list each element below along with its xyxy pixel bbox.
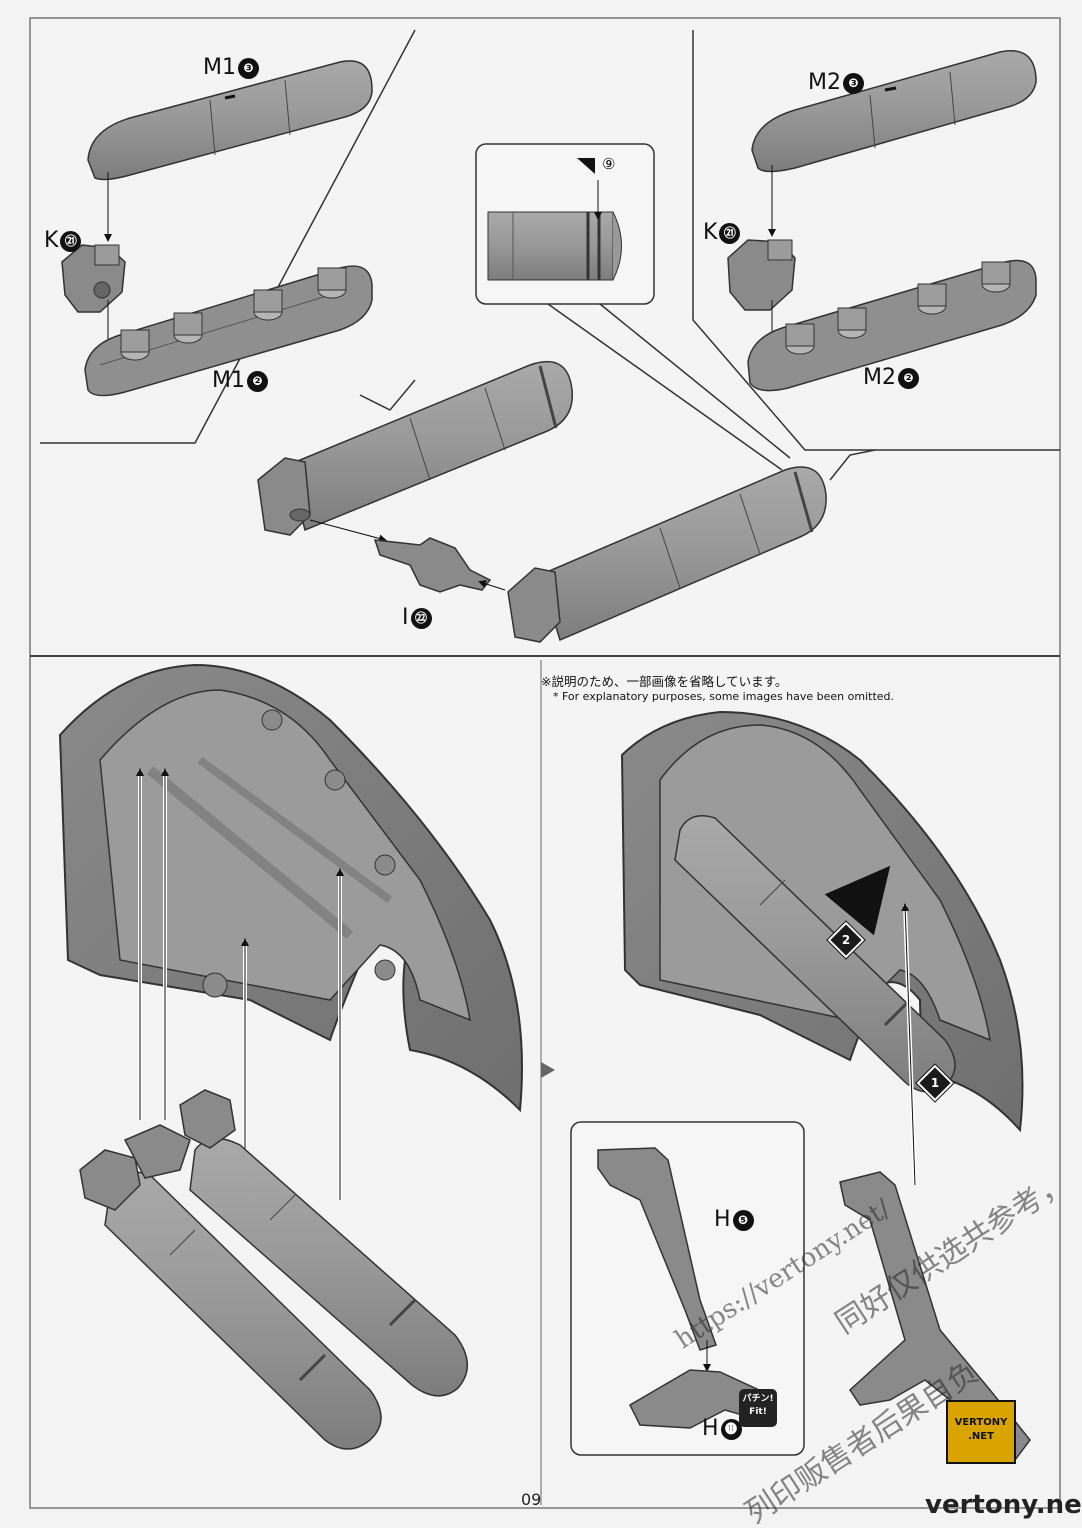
watermark-logo: VERTONY.NET — [946, 1400, 1016, 1464]
note-english: * For explanatory purposes, some images … — [553, 690, 895, 703]
callout-right-outline — [692, 30, 1060, 451]
page-number: 09 — [521, 1490, 542, 1509]
h5-arm-part — [597, 1147, 717, 1351]
m2-bottom-shell — [747, 259, 1037, 392]
insert-direction-arrow — [824, 865, 891, 936]
wing-shell-left — [58, 663, 523, 1113]
m1-bottom-shell — [84, 265, 373, 397]
m1-top-shell — [87, 60, 373, 181]
i22-connector-part — [373, 537, 492, 593]
long-cylinder-a — [79, 1124, 382, 1450]
note-japanese: ※説明のため、一部画像を省略しています。 — [541, 674, 788, 689]
assembled-cylinder-left — [257, 360, 573, 536]
m2-top-shell — [751, 50, 1037, 173]
callout-left-outline — [40, 29, 416, 444]
flow-arrow-icon — [541, 1062, 555, 1078]
assembled-cylinder-right — [507, 466, 827, 643]
k21-left-part — [61, 244, 126, 313]
long-cylinder-b — [179, 1089, 468, 1397]
detail-callout-mark: ⑨ — [602, 155, 616, 173]
panel-line-icon — [577, 158, 595, 174]
watermark-site: vertony.net — [925, 1490, 1082, 1520]
installed-cylinder — [674, 815, 956, 1093]
fit-badge: パチン!Fit! — [739, 1389, 777, 1427]
k21-right-part — [727, 239, 796, 311]
